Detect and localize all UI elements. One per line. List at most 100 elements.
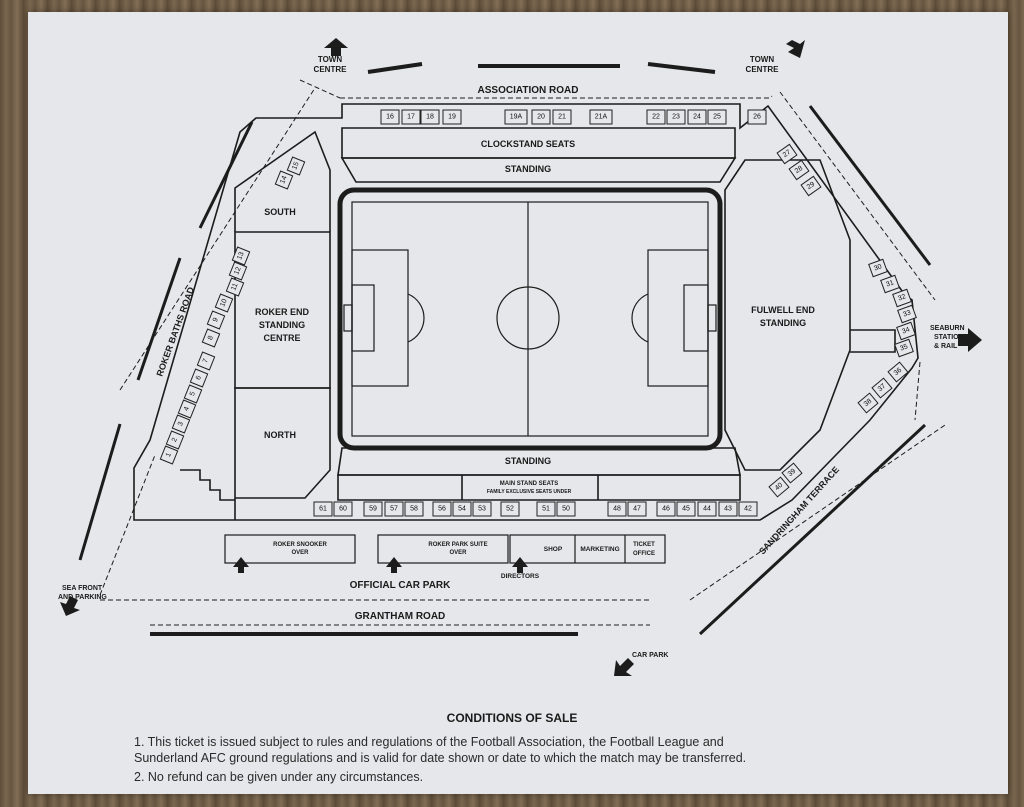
entrance-left-8: 8 xyxy=(201,328,221,348)
svg-text:12: 12 xyxy=(233,266,242,276)
svg-text:35: 35 xyxy=(899,343,909,352)
sea-front-line1: SEA FRONT xyxy=(62,585,103,592)
entrance-right-end-30: 30 xyxy=(868,258,888,278)
svg-text:6: 6 xyxy=(195,375,203,381)
directors-label: DIRECTORS xyxy=(501,573,540,580)
entrance-right-lower-36: 36 xyxy=(887,361,909,383)
svg-text:29: 29 xyxy=(806,181,816,191)
entrance-right-lower-39: 39 xyxy=(781,462,803,484)
svg-text:15: 15 xyxy=(291,161,300,171)
svg-text:21: 21 xyxy=(558,114,566,121)
svg-text:50: 50 xyxy=(562,506,570,513)
svg-text:19: 19 xyxy=(448,114,456,121)
svg-text:28: 28 xyxy=(794,165,804,175)
entrance-right-lower-38: 38 xyxy=(857,392,879,414)
roker-snooker-line1: ROKER SNOOKER xyxy=(273,542,327,548)
svg-text:53: 53 xyxy=(478,506,486,513)
entrance-top-19A: 19A xyxy=(504,109,528,125)
roker-park-suite-line1: ROKER PARK SUITE xyxy=(428,542,487,548)
entrance-bottom-56: 56 xyxy=(432,501,452,517)
entrance-bottom-53: 53 xyxy=(472,501,492,517)
entrance-right-upper-27: 27 xyxy=(776,143,798,165)
entrance-bottom-61: 61 xyxy=(313,501,333,517)
svg-text:31: 31 xyxy=(885,279,895,288)
svg-text:20: 20 xyxy=(537,114,545,121)
roker-park-suite-line2: OVER xyxy=(449,550,467,556)
svg-text:13: 13 xyxy=(236,251,245,261)
entrance-top-22: 22 xyxy=(646,109,666,125)
svg-text:11: 11 xyxy=(230,282,239,291)
svg-text:56: 56 xyxy=(438,506,446,513)
entrance-bottom-47: 47 xyxy=(627,501,647,517)
entrance-left-10: 10 xyxy=(214,293,234,313)
arrow-carpark-icon xyxy=(614,658,634,676)
north-label: NORTH xyxy=(264,430,296,440)
entrance-right-lower-40: 40 xyxy=(768,476,790,498)
arrow-seafront-icon xyxy=(60,596,80,616)
entrance-bottom-54: 54 xyxy=(452,501,472,517)
entrance-left-4: 4 xyxy=(177,399,197,419)
entrance-bottom-43: 43 xyxy=(718,501,738,517)
seaburn-line2: STATION xyxy=(934,334,964,341)
svg-text:33: 33 xyxy=(902,309,912,318)
entrance-left-3: 3 xyxy=(171,414,191,434)
svg-text:37: 37 xyxy=(877,383,888,393)
town-centre-left-line2: CENTRE xyxy=(314,65,348,74)
entrance-top-20: 20 xyxy=(531,109,551,125)
entrance-left-9: 9 xyxy=(206,310,226,330)
svg-text:34: 34 xyxy=(901,326,911,335)
standing-top-block xyxy=(340,157,737,183)
entrance-bottom-57: 57 xyxy=(384,501,404,517)
svg-text:4: 4 xyxy=(183,406,191,412)
car-park-label: CAR PARK xyxy=(632,652,668,659)
entrance-left-6: 6 xyxy=(189,368,209,388)
svg-text:19A: 19A xyxy=(510,114,523,121)
south-block xyxy=(234,130,331,232)
entrance-top-25: 25 xyxy=(707,109,727,125)
entrance-right-end-35: 35 xyxy=(894,338,914,358)
svg-text:46: 46 xyxy=(662,506,670,513)
entrance-bottom-52: 52 xyxy=(500,501,520,517)
svg-text:8: 8 xyxy=(207,335,215,341)
pitch-surround xyxy=(337,187,723,451)
entrance-top-18: 18 xyxy=(420,109,440,125)
svg-text:21A: 21A xyxy=(595,114,608,121)
association-road-label: ASSOCIATION ROAD xyxy=(478,85,579,96)
town-centre-right-line2: CENTRE xyxy=(746,65,780,74)
standing-top-label: STANDING xyxy=(505,164,551,174)
svg-text:10: 10 xyxy=(219,298,228,308)
svg-text:61: 61 xyxy=(319,506,327,513)
svg-text:59: 59 xyxy=(369,506,377,513)
svg-text:42: 42 xyxy=(744,506,752,513)
entrance-bottom-59: 59 xyxy=(363,501,383,517)
svg-text:3: 3 xyxy=(177,421,185,427)
svg-text:51: 51 xyxy=(542,506,550,513)
roker-end-line2: STANDING xyxy=(259,320,305,330)
arrow-town-left-icon xyxy=(324,38,348,56)
entrance-right-end-34: 34 xyxy=(896,321,916,341)
entrance-bottom-42: 42 xyxy=(738,501,758,517)
svg-text:44: 44 xyxy=(703,506,711,513)
entrance-right-lower-37: 37 xyxy=(871,377,893,399)
svg-text:54: 54 xyxy=(458,506,466,513)
svg-text:23: 23 xyxy=(672,114,680,121)
svg-text:9: 9 xyxy=(212,317,220,323)
marketing-label: MARKETING xyxy=(580,546,619,553)
svg-text:32: 32 xyxy=(897,293,907,302)
main-stand-block xyxy=(337,474,741,501)
entrance-top-23: 23 xyxy=(666,109,686,125)
fulwell-end-line2: STANDING xyxy=(760,318,806,328)
svg-text:43: 43 xyxy=(724,506,732,513)
fulwell-end-block xyxy=(724,159,851,471)
entrance-left-15: 15 xyxy=(286,156,306,176)
svg-text:24: 24 xyxy=(693,114,701,121)
seaburn-line3: & RAIL xyxy=(934,343,958,350)
entrance-top-21A: 21A xyxy=(589,109,613,125)
entrance-left-2: 2 xyxy=(165,430,185,450)
ticket-office-line2: OFFICE xyxy=(633,551,655,557)
entrance-right-upper-28: 28 xyxy=(788,159,810,181)
svg-text:14: 14 xyxy=(279,175,288,185)
svg-text:45: 45 xyxy=(682,506,690,513)
arrow-seaburn-icon xyxy=(958,328,982,352)
